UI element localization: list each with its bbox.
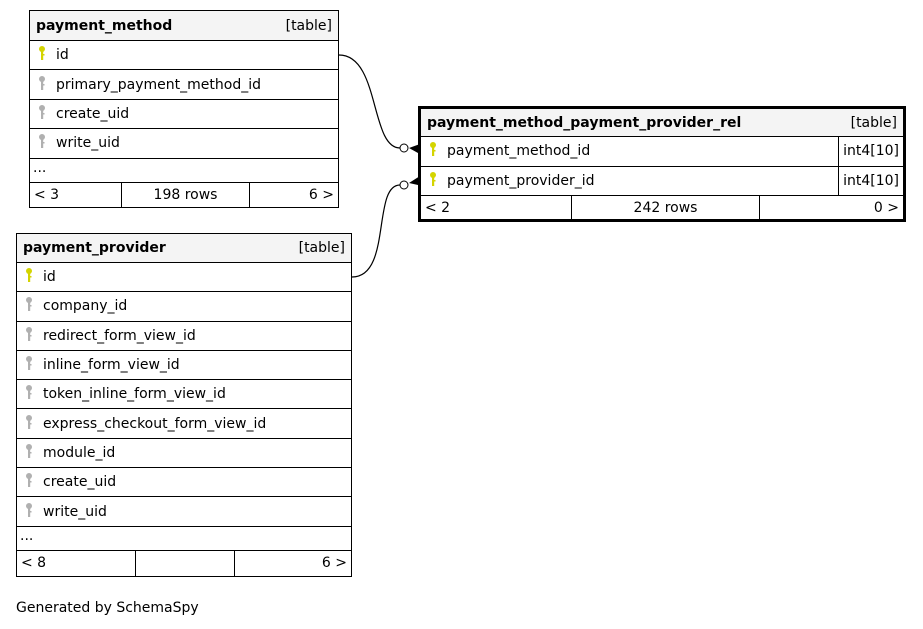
column-name: redirect_form_view_id <box>43 327 196 344</box>
column-name: id <box>43 269 56 286</box>
relation-payment-method <box>338 54 401 149</box>
column-row[interactable]: id <box>17 263 351 293</box>
foreign-key-icon <box>25 326 35 346</box>
foreign-key-icon <box>38 133 48 153</box>
column-name: write_uid <box>56 135 120 152</box>
column-row[interactable]: module_id <box>17 439 351 469</box>
column-row[interactable]: write_uid <box>17 497 351 527</box>
table-header[interactable]: payment_method_payment_provider_rel [tabl… <box>421 109 903 137</box>
row-count <box>135 550 235 576</box>
column-row[interactable]: express_checkout_form_view_id <box>17 409 351 439</box>
foreign-key-icon <box>25 355 35 375</box>
primary-key-icon <box>25 267 35 287</box>
generated-by-footer: Generated by SchemaSpy <box>16 600 199 616</box>
more-columns[interactable]: ... <box>17 527 351 551</box>
column-row[interactable]: payment_provider_id int4[10] <box>421 166 903 196</box>
table-name[interactable]: payment_provider <box>23 240 166 256</box>
column-row[interactable]: redirect_form_view_id <box>17 322 351 351</box>
children-count[interactable]: 0 > <box>873 199 899 216</box>
column-name: write_uid <box>43 503 107 520</box>
foreign-key-icon <box>25 443 35 463</box>
crows-foot-icon <box>409 176 420 185</box>
column-type: int4[10] <box>838 137 903 166</box>
row-count: 242 rows <box>571 196 760 219</box>
children-count[interactable]: 6 > <box>308 186 334 203</box>
table-header[interactable]: payment_method [table] <box>30 11 338 41</box>
column-name: inline_form_view_id <box>43 357 180 374</box>
table-payment-method[interactable]: payment_method [table] id primary_payment_m… <box>29 10 339 208</box>
column-name: id <box>56 47 69 64</box>
primary-key-icon <box>429 171 439 191</box>
column-row[interactable]: write_uid <box>30 129 338 159</box>
foreign-key-icon <box>25 296 35 316</box>
optional-marker <box>399 180 409 190</box>
foreign-key-icon <box>25 502 35 522</box>
column-name: express_checkout_form_view_id <box>43 415 267 432</box>
crows-foot-icon <box>409 144 420 153</box>
parents-count[interactable]: < 8 <box>21 555 47 572</box>
parents-count[interactable]: < 2 <box>425 199 451 216</box>
column-type: int4[10] <box>838 166 903 195</box>
column-name: payment_method_id <box>447 143 591 160</box>
column-row[interactable]: payment_method_id int4[10] <box>421 137 903 167</box>
column-name: create_uid <box>43 474 117 491</box>
column-row[interactable]: inline_form_view_id <box>17 351 351 381</box>
column-row[interactable]: id <box>30 41 338 71</box>
primary-key-icon <box>38 45 48 65</box>
table-header[interactable]: payment_provider [table] <box>17 234 351 263</box>
foreign-key-icon <box>38 75 48 95</box>
table-payment-method-payment-provider-rel[interactable]: payment_method_payment_provider_rel [tabl… <box>418 106 906 222</box>
column-name: create_uid <box>56 105 130 122</box>
relation-payment-provider <box>351 184 401 278</box>
column-name: company_id <box>43 298 128 315</box>
parents-count[interactable]: < 3 <box>34 186 60 203</box>
table-footer: < 2 242 rows 0 > <box>421 196 903 219</box>
column-row[interactable]: create_uid <box>30 100 338 130</box>
row-count: 198 rows <box>121 182 250 207</box>
foreign-key-icon <box>25 414 35 434</box>
column-name: primary_payment_method_id <box>56 76 261 93</box>
more-columns[interactable]: ... <box>30 159 338 183</box>
children-count[interactable]: 6 > <box>321 555 347 572</box>
table-kind: [table] <box>850 114 897 131</box>
table-name[interactable]: payment_method <box>36 17 173 34</box>
column-row[interactable]: company_id <box>17 292 351 322</box>
column-row[interactable]: token_inline_form_view_id <box>17 380 351 410</box>
column-name: payment_provider_id <box>447 172 595 189</box>
foreign-key-icon <box>25 384 35 404</box>
foreign-key-icon <box>25 472 35 492</box>
column-name: module_id <box>43 444 116 461</box>
table-name[interactable]: payment_method_payment_provider_rel <box>427 114 742 131</box>
column-row[interactable]: primary_payment_method_id <box>30 70 338 100</box>
table-kind: [table] <box>298 240 345 256</box>
column-name: token_inline_form_view_id <box>43 386 226 403</box>
table-footer: < 3 198 rows 6 > <box>30 182 338 207</box>
optional-marker <box>399 143 409 153</box>
foreign-key-icon <box>38 104 48 124</box>
table-kind: [table] <box>285 17 332 34</box>
column-row[interactable]: create_uid <box>17 468 351 498</box>
primary-key-icon <box>429 141 439 161</box>
table-footer: < 8 6 > <box>17 550 351 576</box>
